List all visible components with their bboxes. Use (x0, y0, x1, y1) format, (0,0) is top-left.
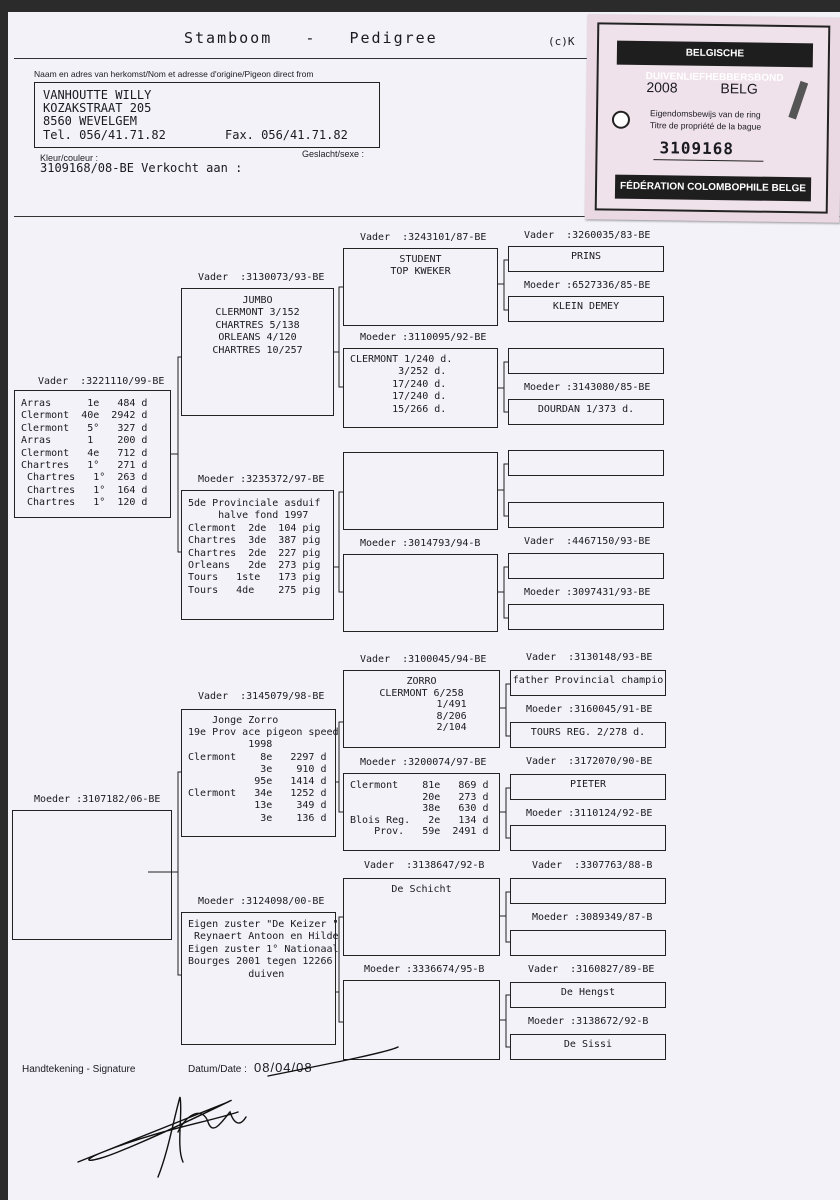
certificate-bottom-banner: FÉDÉRATION COLOMBOPHILE BELGE (614, 174, 812, 202)
sire-label: Vader :3221110/99-BE (38, 376, 165, 387)
certificate-number-rule (653, 159, 764, 162)
section-rule (14, 216, 840, 217)
pedigree-connectors (148, 259, 510, 1048)
gen4-box-12 (510, 825, 666, 851)
gen4-box-6 (508, 502, 664, 528)
certificate-top-banner: BELGISCHE DUIVENLIEFHEBBERSBOND (616, 40, 814, 84)
gen2-label-1: Vader :3130073/93-BE (198, 272, 325, 283)
date-label: Datum/Date : (188, 1064, 247, 1075)
gen4-box-15: De Hengst (510, 982, 666, 1008)
gen4-box-11: PIETER (510, 774, 666, 800)
gen4-box-10: TOURS REG. 2/278 d. (510, 722, 666, 748)
colour-label: Kleur/couleur : (40, 153, 99, 163)
owner-fax: Fax. 056/41.71.82 (225, 128, 348, 142)
ring-line: 3109168/08-BE Verkocht aan : (40, 161, 243, 175)
gen3-text-6: Clermont 81e 869 d 20e 273 d 38e 630 d B… (350, 780, 489, 838)
owner-box: VANHOUTTE WILLY KOZAKSTRAAT 205 8560 WEV… (34, 82, 380, 148)
gen4-label-11: Vader :3172070/90-BE (526, 756, 653, 767)
gen4-box-2: KLEIN DEMEY (508, 296, 664, 322)
header-rule (14, 58, 590, 59)
gen3-box-5: ZORRO CLERMONT 6/258 1/491 8/206 2/104 (343, 670, 500, 748)
gen3-text-5: ZORRO CLERMONT 6/258 1/491 8/206 2/104 (379, 676, 467, 734)
gen4-label-15: Vader :3160827/89-BE (528, 964, 655, 975)
gen4-box-14 (510, 930, 666, 956)
gen3-box-4 (343, 554, 498, 632)
certificate-line2: Titre de propriété de la bague (649, 120, 762, 132)
gen4-box-4: DOURDAN 1/373 d. (508, 399, 664, 425)
gen3-label-5: Vader :3100045/94-BE (360, 654, 487, 665)
pedigree-sheet: Stamboom - Pedigree (c)K Naam en adres v… (8, 12, 840, 1200)
gen3-label-8: Moeder :3336674/95-B (364, 964, 485, 975)
gen3-box-2: CLERMONT 1/240 d. 3/252 d. 17/240 d. 17/… (343, 348, 498, 428)
gen4-box-7 (508, 553, 664, 579)
gen2-box-1: JUMBO CLERMONT 3/152 CHARTRES 5/138 ORLE… (181, 288, 334, 416)
gen4-label-1: Vader :3260035/83-BE (524, 230, 651, 241)
gen3-label-1: Vader :3243101/87-BE (360, 232, 487, 243)
gen4-label-4: Moeder :3143080/85-BE (524, 382, 651, 393)
gen4-label-16: Moeder :3138672/92-B (528, 1016, 649, 1027)
signature-label: Handtekening - Signature (22, 1064, 136, 1075)
gen2-box-4: Eigen zuster "De Keizer " Reynaert Antoo… (181, 912, 339, 1045)
gen4-box-3 (508, 348, 664, 374)
ring-clip-icon (788, 80, 809, 120)
gen2-text-4: Eigen zuster "De Keizer " Reynaert Antoo… (188, 919, 339, 980)
sire-box: Arras 1e 484 d Clermont 40e 2942 d Clerm… (14, 390, 171, 518)
gen4-box-1: PRINS (508, 246, 664, 272)
gen3-text-7: De Schicht (391, 884, 452, 895)
gen4-label-12: Moeder :3110124/92-BE (526, 808, 653, 819)
owner-tel: Tel. 056/41.71.82 (43, 128, 166, 142)
gen4-label-2: Moeder :6527336/85-BE (524, 280, 651, 291)
copyright-mark: (c)K (548, 35, 575, 48)
owner-name: VANHOUTTE WILLY (43, 88, 152, 102)
gen2-text-3: Jonge Zorro 19e Prov ace pigeon speed 19… (188, 715, 339, 824)
gen2-label-2: Moeder :3235372/97-BE (198, 474, 325, 485)
certificate-number: 3109168 (659, 138, 735, 159)
gen4-label-7: Vader :4467150/93-BE (524, 536, 651, 547)
gen2-box-2: 5de Provinciale asduif halve fond 1997 C… (181, 490, 334, 620)
page-title: Stamboom - Pedigree (184, 29, 438, 47)
certificate-year: 2008 (646, 79, 678, 96)
gen3-box-8 (343, 980, 500, 1060)
ring-hole-icon (611, 110, 631, 129)
gen2-text-1: JUMBO CLERMONT 3/152 CHARTRES 5/138 ORLE… (212, 295, 303, 356)
sex-label: Geslacht/sexe : (302, 149, 365, 159)
gen4-box-13 (510, 878, 666, 904)
gen4-box-9: father Provincial champio (510, 670, 666, 696)
gen3-label-6: Moeder :3200074/97-BE (360, 757, 487, 768)
gen3-box-7: De Schicht (343, 878, 500, 956)
gen2-box-3: Jonge Zorro 19e Prov ace pigeon speed 19… (181, 709, 339, 837)
gen4-label-13: Vader :3307763/88-B (532, 860, 653, 871)
gen4-label-14: Moeder :3089349/87-B (532, 912, 653, 923)
owner-street: KOZAKSTRAAT 205 (43, 101, 152, 115)
handwritten-signature (77, 1046, 399, 1178)
origin-label: Naam en adres van herkomst/Nom et adress… (34, 69, 314, 79)
gen2-label-3: Vader :3145079/98-BE (198, 691, 325, 702)
gen3-text-1: STUDENT TOP KWEKER (390, 254, 451, 278)
gen3-text-2: CLERMONT 1/240 d. 3/252 d. 17/240 d. 17/… (350, 354, 453, 415)
certificate-frame: BELGISCHE DUIVENLIEFHEBBERSBOND 2008 BEL… (594, 22, 831, 214)
dam-label: Moeder :3107182/06-BE (34, 794, 161, 805)
gen3-box-1: STUDENT TOP KWEKER (343, 248, 498, 326)
gen2-label-4: Moeder :3124098/00-BE (198, 896, 325, 907)
gen4-box-16: De Sissi (510, 1034, 666, 1060)
ring-certificate: BELGISCHE DUIVENLIEFHEBBERSBOND 2008 BEL… (584, 14, 840, 223)
gen2-text-2: 5de Provinciale asduif halve fond 1997 C… (188, 498, 321, 596)
certificate-country: BELG (720, 80, 758, 97)
gen3-label-2: Moeder :3110095/92-BE (360, 332, 487, 343)
gen3-label-4: Moeder :3014793/94-B (360, 538, 481, 549)
gen3-box-3 (343, 452, 498, 530)
gen4-box-5 (508, 450, 664, 476)
gen4-label-8: Moeder :3097431/93-BE (524, 587, 651, 598)
gen3-label-7: Vader :3138647/92-B (364, 860, 485, 871)
dam-box (12, 810, 172, 940)
sire-text: Arras 1e 484 d Clermont 40e 2942 d Clerm… (21, 398, 148, 509)
gen4-label-10: Moeder :3160045/91-BE (526, 704, 653, 715)
gen4-box-8 (508, 604, 664, 630)
owner-city: 8560 WEVELGEM (43, 114, 137, 128)
gen4-label-9: Vader :3130148/93-BE (526, 652, 653, 663)
gen3-box-6: Clermont 81e 869 d 20e 273 d 38e 630 d B… (343, 773, 500, 851)
